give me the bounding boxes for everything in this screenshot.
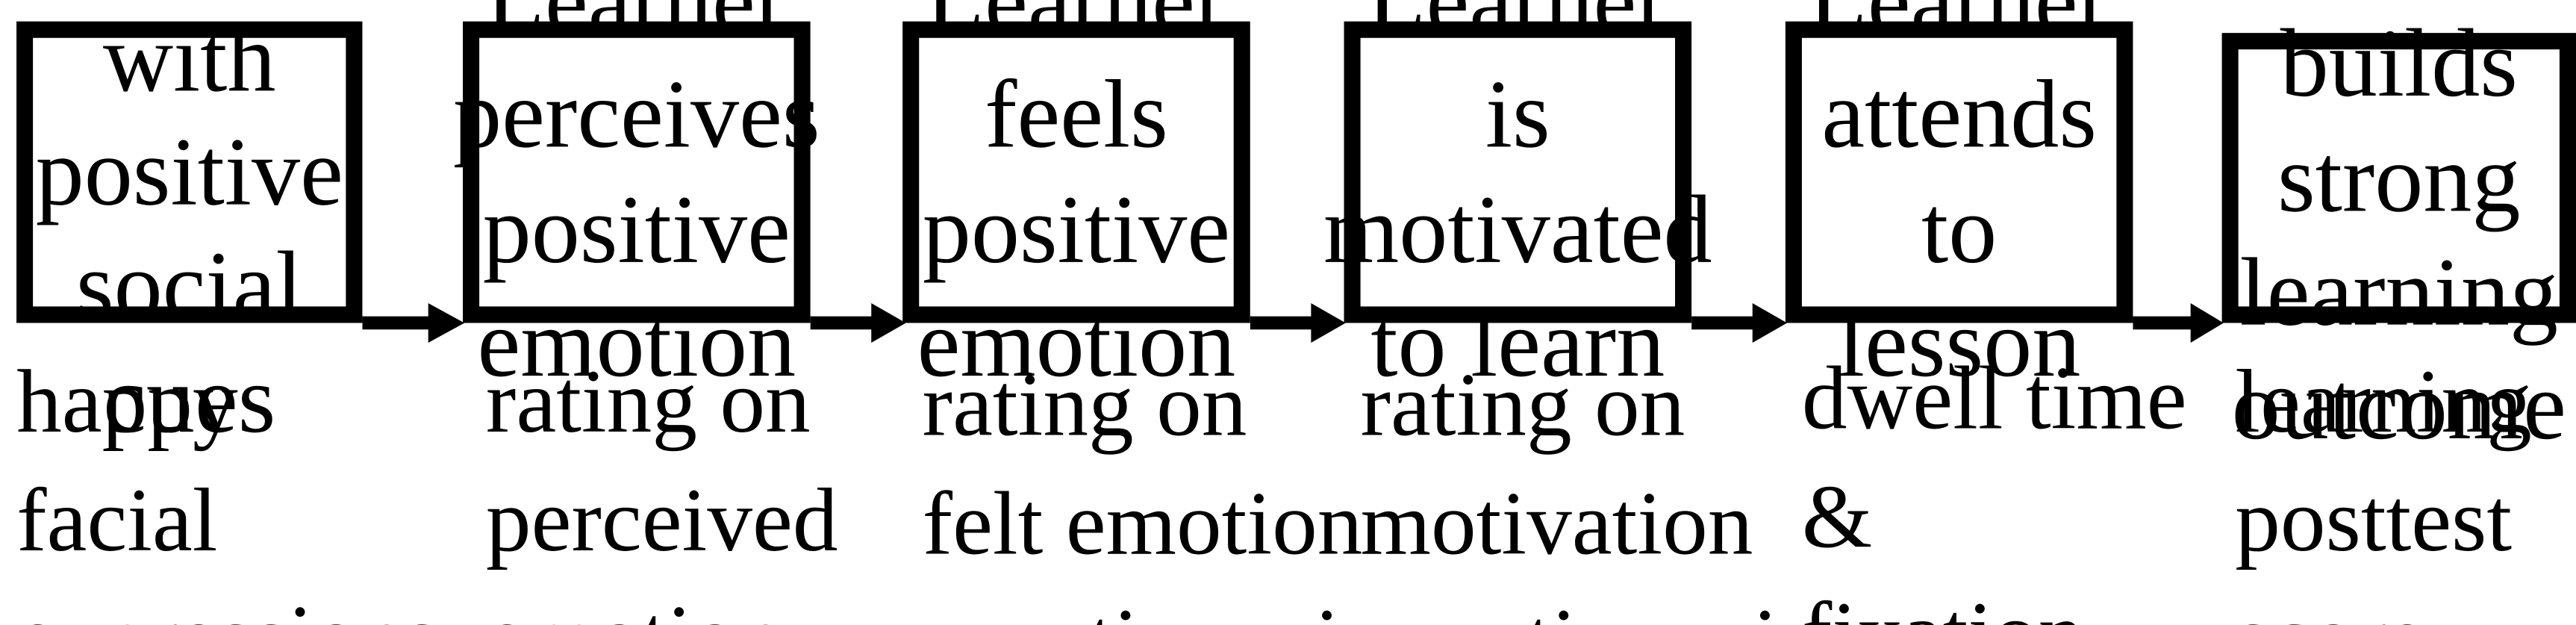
measure-caption-2: rating on perceived emotion questionnair… bbox=[485, 350, 838, 625]
node-label-6: Learner builds strong learning outcome bbox=[2231, 0, 2566, 459]
measure-caption-5: dwell time & fixation count on slides bbox=[1801, 347, 2187, 625]
node-label-2: Learner perceives positive emotion bbox=[453, 0, 820, 397]
node-box-1[interactable]: Lesson with positive social cues bbox=[16, 3, 363, 453]
arrow-2-to-3 bbox=[810, 303, 906, 343]
stage-2: Learner perceives positive emotion ratin… bbox=[453, 0, 838, 625]
stage-1: Lesson with positive social cues happy f… bbox=[16, 0, 439, 625]
node-label-3: Learner feels positive emotion bbox=[917, 0, 1236, 397]
stage-5: Learner attends to lesson dwell time & f… bbox=[1785, 0, 2187, 625]
arrow-5-to-6 bbox=[2133, 303, 2224, 343]
node-label-4: Learner is motivated to learn bbox=[1323, 0, 1712, 397]
measure-caption-4: rating on motivation questionnaire bbox=[1360, 354, 1849, 625]
node-box-6[interactable]: Learner builds strong learning outcome bbox=[2221, 0, 2576, 459]
stage-4: Learner is motivated to learn rating on … bbox=[1323, 0, 1848, 625]
node-box-5[interactable]: Learner attends to lesson bbox=[1785, 0, 2133, 397]
node-label-5: Learner attends to lesson bbox=[1808, 0, 2111, 397]
measure-caption-1: happy facial expressions bbox=[16, 350, 439, 625]
node-box-3[interactable]: Learner feels positive emotion bbox=[902, 0, 1250, 397]
stage-6: Learner builds strong learning outcome l… bbox=[2221, 0, 2576, 625]
arrow-4-to-5 bbox=[1691, 303, 1788, 343]
arrow-3-to-4 bbox=[1250, 303, 1346, 343]
stage-3: Learner feels positive emotion rating on… bbox=[902, 0, 1410, 625]
node-box-2[interactable]: Learner perceives positive emotion bbox=[453, 0, 820, 397]
measure-caption-3: rating on felt emotion questionnaire bbox=[922, 354, 1411, 625]
arrow-1-to-2 bbox=[362, 303, 465, 343]
node-label-1: Lesson with positive social cues bbox=[35, 3, 343, 453]
measure-caption-6: learning posttest score bbox=[2235, 350, 2532, 625]
node-box-4[interactable]: Learner is motivated to learn bbox=[1323, 0, 1712, 397]
